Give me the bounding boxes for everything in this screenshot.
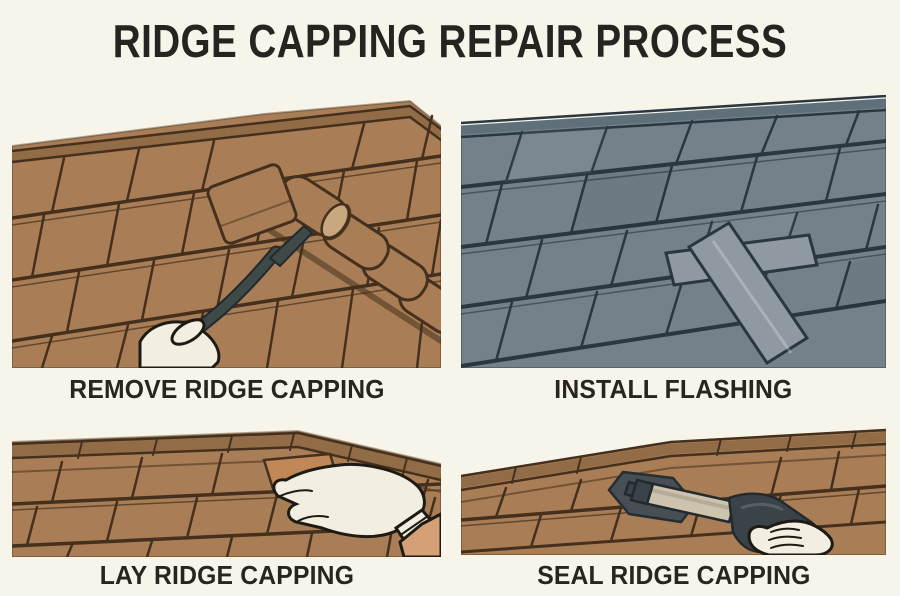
step-caption-install: INSTALL FLASHING [461,374,886,405]
step-caption-lay-label: LAY RIDGE CAPPING [99,560,354,590]
step-caption-seal: SEAL RIDGE CAPPING [461,560,886,591]
step-caption-seal-label: SEAL RIDGE CAPPING [536,560,811,590]
ridge-cap-barrel [276,175,352,241]
flashing-strip-diagonal [686,220,810,366]
step-caption-remove-label: REMOVE RIDGE CAPPING [68,374,385,404]
panel-install-flashing [461,95,886,368]
ridge-cap-joints [511,431,857,484]
step-caption-lay: LAY RIDGE CAPPING [12,560,441,591]
step-caption-install-label: INSTALL FLASHING [554,374,793,404]
ridge-capping-run [251,175,441,344]
slate-tile-roof [461,95,886,368]
panel-remove-ridge-capping [12,98,441,368]
wrist [398,512,441,557]
panel-seal-ridge-capping [461,428,886,555]
ridge-cap-joints [77,433,408,475]
panel-lay-ridge-capping [12,428,441,557]
work-glove [138,318,221,368]
work-glove-hand [272,462,441,557]
lifted-ridge-tile [206,163,298,245]
flashing-strips [664,220,819,366]
step-caption-remove: REMOVE RIDGE CAPPING [12,374,441,405]
work-glove-grip [747,519,834,555]
page-title: RIDGE CAPPING REPAIR PROCESS [112,15,788,67]
